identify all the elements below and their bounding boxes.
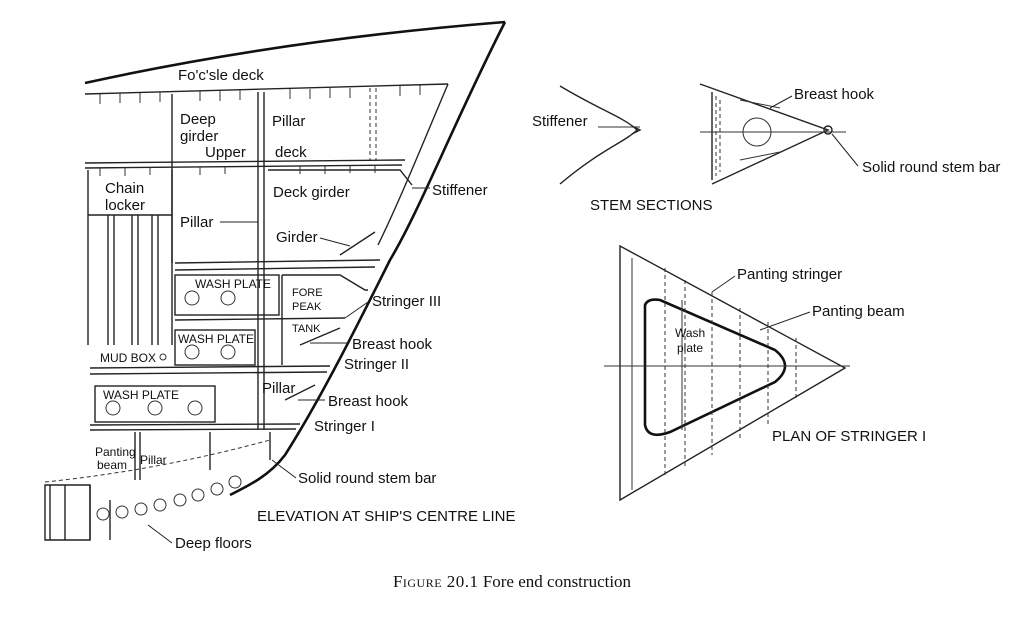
label-tank: TANK [292,323,321,335]
label-wash: Wash [675,326,705,340]
stem-section-stiffener [559,85,638,185]
stem-sections-drawing [559,83,846,185]
label-deck: deck [275,144,307,161]
figure-caption: Figure 20.1 Fore end construction [0,572,1024,592]
caption-title: Fore end construction [482,572,632,591]
label-deep-floors: Deep floors [175,535,252,552]
wash-plate-lower [94,385,216,423]
label-wash-plate-1: WASH PLATE [195,277,271,291]
stem-section-breast-hook [699,83,830,185]
label-pillar-bottom: Pillar [140,453,167,467]
label-stringer-2: Stringer II [344,356,409,373]
label-breast-hook-2: Breast hook [328,393,409,410]
label-wash-plate-plan: plate [677,341,703,355]
label-pillar-top: Pillar [272,113,305,130]
stringer-plan-outline [619,244,847,502]
upper-deck [84,159,406,164]
label-deep-girder: Deep [180,111,216,128]
label-stiffener-section: Stiffener [532,113,588,130]
label-pillar-low: Pillar [262,380,295,397]
label-deck-girder: Deck girder [273,184,350,201]
label-panting-beam-2: beam [97,458,127,472]
label-stringer-plan-title: PLAN OF STRINGER I [772,428,926,445]
elevation-drawing [44,20,507,541]
label-stiffener: Stiffener [432,182,488,199]
label-elevation-title: ELEVATION AT SHIP'S CENTRE LINE [257,508,516,525]
label-breast-hook-1: Breast hook [352,336,433,353]
stringer-3 [174,317,346,321]
label-panting-beam: Panting [95,445,136,459]
label-chain-locker: Chain [105,180,144,197]
stringer-plan-drawing [604,244,850,502]
stringer-1 [89,423,301,426]
label-panting-beam-plan: Panting beam [812,303,905,320]
wash-plate-middle [174,329,256,366]
label-fore-peak: FORE [292,287,323,299]
caption-figure-number: Figure 20.1 [392,572,479,591]
label-fcsle-deck: Fo'c'sle deck [178,67,264,84]
label-pillar-mid: Pillar [180,214,213,231]
stringer-plan-labels: Panting stringer Panting beam Wash plate… [675,266,926,445]
elevation-labels: Fo'c'sle deck Deep girder Pillar Upper d… [95,67,516,552]
stringer-2 [89,365,331,369]
label-deep-girder-2: girder [180,128,218,145]
label-wash-plate-3: WASH PLATE [103,388,179,402]
stem-profile [229,21,507,497]
fcsle-deck-sheer [84,20,506,85]
label-stem-sections-title: STEM SECTIONS [590,197,713,214]
label-breast-hook-section: Breast hook [794,86,875,103]
label-girder: Girder [276,229,318,246]
label-mud-box: MUD BOX [100,351,156,365]
label-upper: Upper [205,144,246,161]
wash-plate-upper [174,274,280,316]
label-stem-bar-section: Solid round stem bar [862,159,1000,176]
label-stringer-3: Stringer III [372,293,441,310]
label-wash-plate-2: WASH PLATE [178,332,254,346]
label-stringer-1: Stringer I [314,418,375,435]
label-chain-locker-2: locker [105,197,145,214]
stem-sections-labels: Stiffener Breast hook Solid round stem b… [532,86,1000,214]
label-stem-bar: Solid round stem bar [298,470,436,487]
stringer-plan-wash-plate [643,298,787,437]
label-panting-stringer: Panting stringer [737,266,842,283]
label-fore-peak-2: PEAK [292,301,322,313]
